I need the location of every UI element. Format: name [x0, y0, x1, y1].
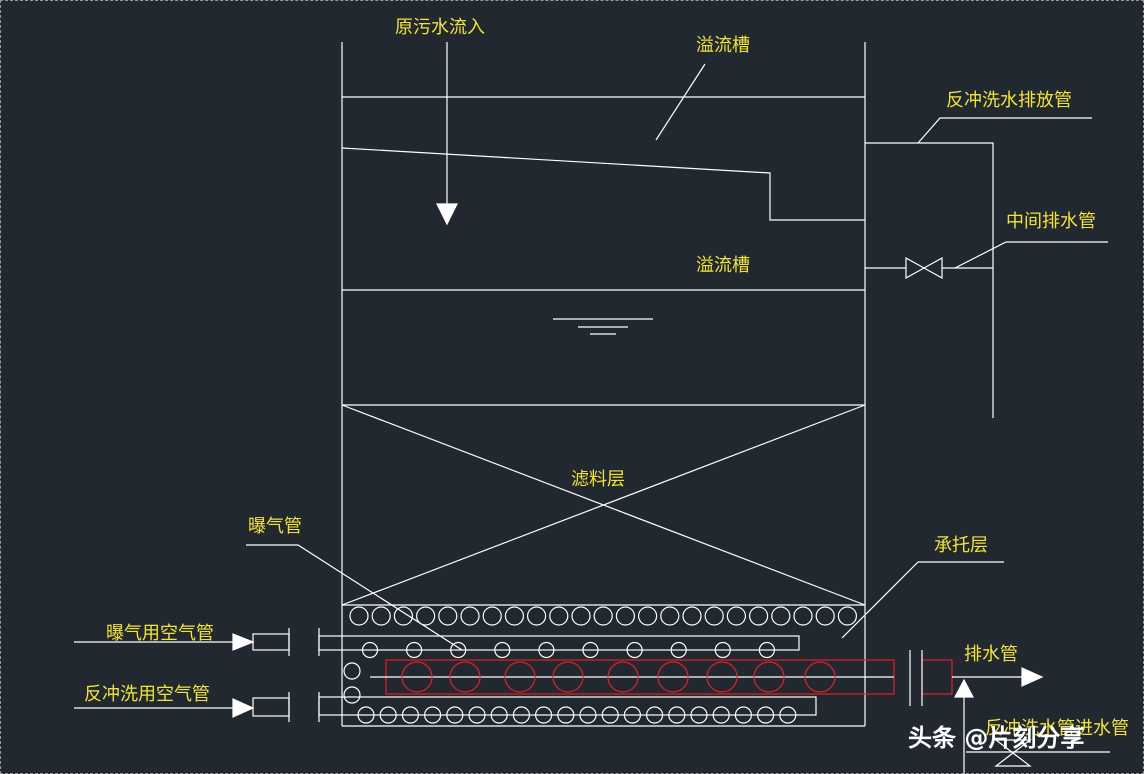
- gravel-circle: [748, 606, 769, 626]
- gravel-circle: [468, 706, 486, 724]
- backwash-water-inlet: [954, 678, 1110, 774]
- label-aeration-air-pipe: 曝气用空气管: [106, 623, 214, 644]
- backwash-air-pipe: [74, 692, 817, 722]
- drain-hole: [504, 661, 536, 693]
- label-overflow-trough-mid: 溢流槽: [696, 255, 750, 276]
- gravel-circle: [401, 706, 419, 724]
- gravel-circle: [690, 706, 708, 724]
- gravel-circle: [549, 606, 569, 626]
- gravel-circle: [601, 706, 619, 724]
- drain-hole: [449, 661, 481, 693]
- side-gravel: [343, 662, 361, 704]
- gravel-circle: [393, 606, 413, 626]
- gravel-circle: [771, 606, 791, 626]
- overflow-trough-leader: [655, 63, 706, 141]
- label-backwash-water-inlet-pipe: 反冲洗水管进水管: [985, 718, 1129, 739]
- inlet-arrow: [436, 42, 458, 226]
- gravel-circle: [490, 706, 508, 724]
- gravel-circle: [726, 606, 747, 626]
- gravel-circle: [712, 706, 730, 724]
- gravel-circle: [660, 606, 680, 626]
- gravel-circle: [793, 606, 813, 626]
- label-intermediate-drain-pipe: 中间排水管: [1006, 211, 1096, 232]
- watermark: 头条 @片刻分享: [908, 724, 1084, 752]
- aeration-nozzle: [582, 641, 599, 659]
- gravel-circle: [623, 706, 642, 724]
- gravel-circle: [379, 706, 397, 724]
- gravel-circle: [837, 606, 858, 626]
- drain-hole: [552, 661, 584, 693]
- support-layer-gravel: [349, 606, 858, 626]
- drain-hole: [401, 661, 433, 693]
- aeration-nozzle: [670, 641, 687, 659]
- aeration-nozzle: [626, 641, 643, 659]
- filter-media-cross: [341, 404, 866, 606]
- gravel-circle: [734, 706, 753, 724]
- label-backwash-discharge-pipe: 反冲洗水排放管: [946, 90, 1072, 111]
- support-layer-leader: [841, 561, 919, 639]
- gravel-circle: [416, 606, 436, 626]
- gravel-circle: [482, 606, 502, 626]
- gravel-circle: [446, 706, 464, 724]
- drain-pipe: [370, 650, 1044, 706]
- aeration-pipe-leader: [246, 544, 463, 651]
- gravel-circle: [526, 606, 547, 626]
- gravel-circle: [704, 606, 724, 626]
- intermediate-drain-piping: [865, 241, 1108, 269]
- gravel-circle: [371, 606, 391, 626]
- aeration-nozzle: [494, 641, 511, 659]
- gravel-circle: [349, 606, 369, 626]
- gravel-circle: [512, 706, 531, 724]
- gravel-circle: [682, 606, 702, 626]
- label-support-layer: 承托层: [934, 535, 988, 556]
- gravel-circle: [668, 706, 686, 724]
- label-backwash-air-pipe: 反冲洗用空气管: [84, 684, 210, 705]
- drain-hole: [706, 661, 738, 693]
- drain-hole: [804, 661, 836, 693]
- gravel-circle: [504, 606, 525, 626]
- aeration-nozzle: [714, 641, 731, 659]
- label-filter-media-layer: 滤料层: [571, 469, 625, 490]
- gravel-circle: [460, 606, 480, 626]
- gravel-circle: [815, 606, 835, 626]
- gravel-circle: [637, 606, 658, 626]
- aeration-pipe: [74, 628, 800, 656]
- label-drain-pipe: 排水管: [964, 644, 1018, 665]
- aeration-nozzle: [538, 641, 555, 659]
- gravel-circle: [534, 706, 553, 724]
- aeration-nozzle: [406, 641, 423, 659]
- label-overflow-trough-top: 溢流槽: [696, 35, 750, 56]
- bottom-gravel: [357, 706, 797, 724]
- label-raw-sewage-inlet: 原污水流入: [395, 17, 485, 38]
- gravel-circle: [557, 706, 575, 724]
- valve-icon: [905, 256, 943, 280]
- water-level-icon: [553, 318, 653, 335]
- aeration-nozzle: [361, 641, 379, 659]
- gravel-circle: [571, 606, 591, 626]
- gravel-circle: [579, 706, 597, 724]
- gravel-circle: [615, 606, 636, 626]
- aeration-nozzle: [450, 641, 467, 659]
- gravel-circle: [424, 706, 442, 724]
- tank-body: [341, 42, 866, 727]
- drain-hole: [753, 661, 785, 693]
- gravel-circle: [779, 706, 797, 724]
- drain-hole: [657, 661, 689, 693]
- label-aeration-pipe: 曝气管: [248, 516, 302, 537]
- gravel-circle: [438, 606, 458, 626]
- backwash-discharge-piping: [865, 117, 1092, 418]
- drain-pipe-holes: [401, 661, 836, 693]
- gravel-circle: [593, 606, 613, 626]
- gravel-circle: [357, 706, 375, 724]
- gravel-circle: [645, 706, 664, 724]
- gravel-circle: [756, 706, 775, 724]
- aeration-nozzle: [758, 641, 776, 659]
- drain-hole: [607, 661, 639, 693]
- aeration-nozzles: [361, 641, 776, 659]
- overflow-trough-slope: [341, 147, 865, 221]
